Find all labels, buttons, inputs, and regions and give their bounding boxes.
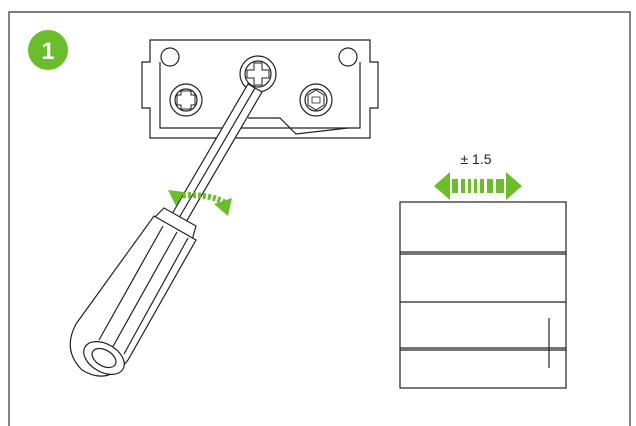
rotate-arrow-arc xyxy=(177,192,226,205)
screw-right xyxy=(299,83,333,117)
mount-hole-right xyxy=(338,47,358,67)
double-arrow-left-head xyxy=(434,172,450,200)
hinge-plate-outline xyxy=(141,39,379,139)
cabinet-outline xyxy=(399,201,567,389)
hinge-plate xyxy=(141,39,379,139)
hinge-plate-step xyxy=(248,117,349,135)
double-arrow-icon xyxy=(434,172,522,200)
tolerance-label: ± 1.5 xyxy=(460,151,491,167)
screw-center xyxy=(239,55,277,93)
step-number: 1 xyxy=(41,38,54,65)
cabinet-fronts xyxy=(399,201,567,389)
step-badge: 1 xyxy=(28,30,68,70)
rotate-arrows-icon xyxy=(168,190,232,216)
mount-hole-left xyxy=(160,47,180,67)
rotate-arrow-head-right xyxy=(214,198,232,216)
double-arrow-right-head xyxy=(506,172,522,200)
screwdriver-handle-groove-1 xyxy=(98,225,164,341)
screwdriver-shaft-line xyxy=(178,87,256,219)
screw-left xyxy=(169,83,203,117)
frame-border xyxy=(8,11,631,426)
rotate-arrow-head-left xyxy=(168,190,184,206)
screwdriver-handle-end-inner xyxy=(91,347,117,369)
screwdriver-handle-groove-3 xyxy=(123,237,189,355)
screwdriver xyxy=(69,83,263,377)
hinge-plate-inner-edge xyxy=(159,62,361,129)
step-badge-circle xyxy=(28,30,68,70)
screwdriver-handle-groove-2 xyxy=(110,231,178,351)
